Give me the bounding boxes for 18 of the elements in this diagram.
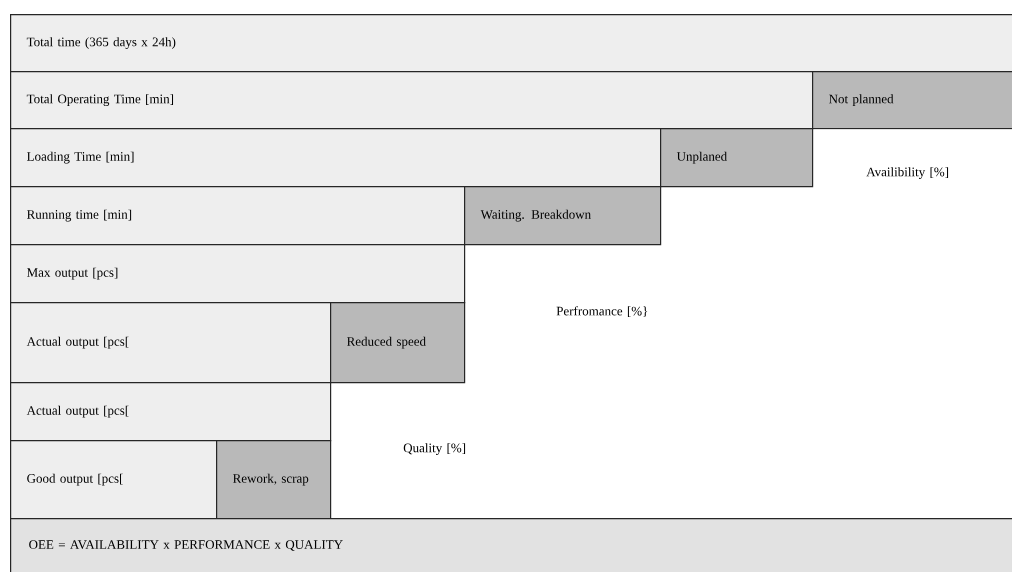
measure-bar: Actual output [pcs[ bbox=[10, 302, 332, 384]
formula-bar: OEE = AVAILABILITY x PERFORMANCE x QUALITY bbox=[10, 518, 1012, 572]
measure-bar: Total time (365 days x 24h) bbox=[10, 14, 1012, 73]
node-label: Total time (365 days x 24h) bbox=[26, 37, 176, 49]
measure-bar: Running time [min] bbox=[10, 186, 466, 246]
region-label: Availibility [%] bbox=[866, 167, 949, 179]
loss-bar: Rework, scrap bbox=[216, 440, 332, 520]
measure-bar: Loading Time [min] bbox=[10, 128, 662, 188]
region-label: Quality [%] bbox=[403, 443, 466, 455]
region-label: Perfromance [%} bbox=[556, 306, 648, 318]
measure-bar: Total Operating Time [min] bbox=[10, 71, 814, 130]
measure-bar: Good output [pcs[ bbox=[10, 440, 218, 520]
loss-bar: Reduced speed bbox=[330, 302, 466, 384]
loss-bar: Not planned bbox=[812, 71, 1012, 130]
loss-bar: Unplaned bbox=[660, 128, 814, 188]
measure-bar: Actual output [pcs[ bbox=[10, 381, 332, 442]
measure-bar: Max output [pcs] bbox=[10, 244, 466, 304]
loss-bar: Waiting. Breakdown bbox=[464, 186, 662, 246]
